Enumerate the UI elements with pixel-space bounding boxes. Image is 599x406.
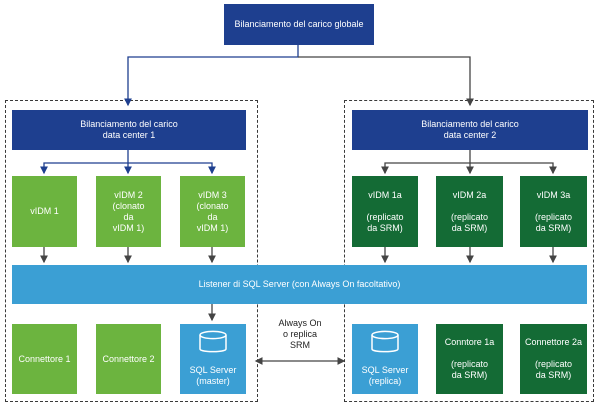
dc2-connector: Connettore 2a (replicato da SRM): [520, 324, 587, 394]
dc2-load-balancer: Bilanciamento del carico data center 2: [352, 110, 588, 150]
sql-master-label: SQL Server (master): [189, 365, 237, 386]
dc1-connector: Connettore 2: [96, 324, 161, 394]
database-icon: [371, 330, 399, 353]
dc1-vidm-node: vIDM 1: [12, 176, 77, 247]
global-load-balancer: Bilanciamento del carico globale: [224, 4, 374, 45]
sql-server-replica: SQL Server (replica): [352, 324, 418, 394]
dc1-load-balancer: Bilanciamento del carico data center 1: [12, 110, 246, 150]
sql-server-listener: Listener di SQL Server (con Always On fa…: [12, 265, 587, 304]
dc1-connector: Connettore 1: [12, 324, 77, 394]
dc1-vidm-node: vIDM 3 (clonato da vIDM 1): [180, 176, 245, 247]
dc2-vidm-node: vIDM 3a (replicato da SRM): [520, 176, 587, 247]
database-icon: [199, 330, 227, 353]
dc1-vidm-node: vIDM 2 (clonato da vIDM 1): [96, 176, 161, 247]
dc2-vidm-node: vIDM 1a (replicato da SRM): [352, 176, 418, 247]
sql-server-master: SQL Server (master): [180, 324, 246, 394]
dc2-vidm-node: vIDM 2a (replicato da SRM): [436, 176, 503, 247]
dc2-connector: Conntore 1a (replicato da SRM): [436, 324, 503, 394]
replication-label: Always On o replica SRM: [278, 318, 322, 350]
sql-replica-label: SQL Server (replica): [361, 365, 409, 386]
